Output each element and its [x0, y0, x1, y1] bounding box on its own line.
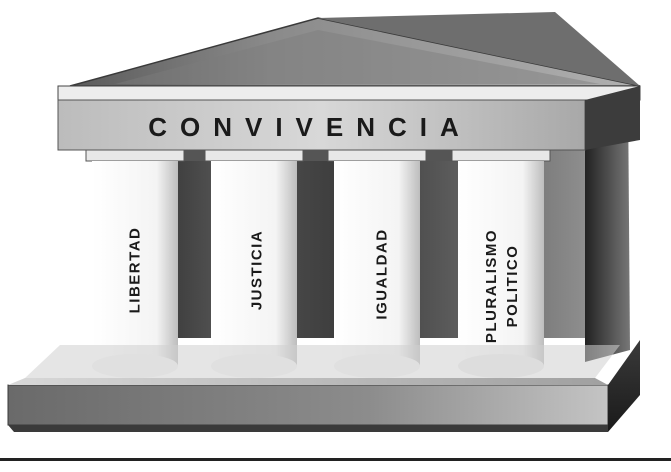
temple-side-wall — [585, 90, 630, 362]
column-label-line: LIBERTAD — [126, 226, 144, 314]
capital-gap — [303, 150, 328, 161]
column-label-line: PLURALISMO — [483, 228, 500, 344]
frieze-title: CONVIVENCIA — [148, 112, 472, 142]
column-capital — [204, 149, 304, 162]
stylobate-top — [25, 345, 620, 378]
stylobate-shadow — [8, 425, 608, 432]
column-capital — [327, 149, 427, 162]
frieze-side — [585, 86, 640, 150]
stylobate-side — [608, 340, 640, 432]
pediment-back-slope — [318, 12, 640, 86]
bottom-rule — [0, 458, 671, 461]
column — [458, 161, 544, 366]
stylobate-front — [7, 384, 609, 426]
column-label-line: JUSTICIA — [248, 229, 266, 311]
pediment-tympanum — [115, 30, 600, 84]
column — [334, 161, 420, 366]
column — [92, 161, 178, 366]
stylobate-slab — [8, 378, 608, 385]
column — [211, 161, 297, 366]
column-capital — [451, 149, 551, 162]
cornice — [57, 85, 641, 101]
column-label-line: IGUALDAD — [373, 228, 391, 320]
column-label-line: POLITICO — [504, 244, 521, 328]
capital-gap — [184, 150, 205, 161]
column-capital — [85, 149, 185, 162]
capital-gap — [426, 150, 452, 161]
